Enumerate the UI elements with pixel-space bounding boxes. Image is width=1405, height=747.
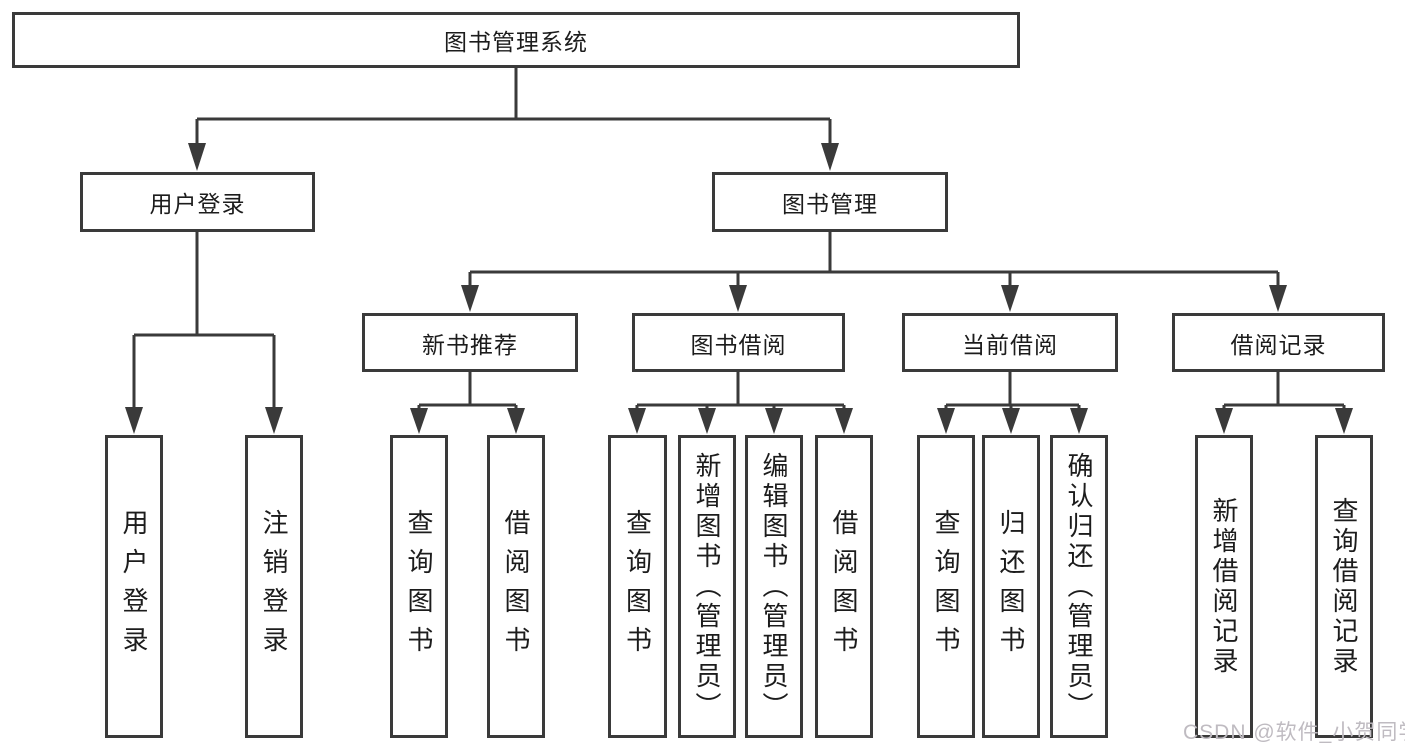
- leaf-borrow-books-recommend: 借阅图书: [487, 435, 545, 738]
- leaf-add-books-admin: 新增图书（管理员）: [678, 435, 736, 738]
- node-borrow-records: 借阅记录: [1172, 313, 1385, 372]
- node-user-login: 用户登录: [80, 172, 315, 232]
- node-new-book-recommend: 新书推荐: [362, 313, 578, 372]
- node-current-borrow: 当前借阅: [902, 313, 1118, 372]
- leaf-query-borrow-record: 查询借阅记录: [1315, 435, 1373, 738]
- node-book-borrow: 图书借阅: [632, 313, 845, 372]
- leaf-add-borrow-record: 新增借阅记录: [1195, 435, 1253, 738]
- leaf-logout: 注销登录: [245, 435, 303, 738]
- leaf-user-login: 用户登录: [105, 435, 163, 738]
- node-book-management: 图书管理: [712, 172, 948, 232]
- leaf-borrow-books: 借阅图书: [815, 435, 873, 738]
- leaf-edit-books-admin: 编辑图书（管理员）: [745, 435, 803, 738]
- leaf-query-books-current: 查询图书: [917, 435, 975, 738]
- leaf-query-books-recommend: 查询图书: [390, 435, 448, 738]
- leaf-return-books: 归还图书: [982, 435, 1040, 738]
- csdn-watermark: CSDN @软件_小贺同学: [1183, 721, 1405, 744]
- leaf-query-books-borrow: 查询图书: [608, 435, 667, 738]
- node-library-system: 图书管理系统: [12, 12, 1020, 68]
- leaf-confirm-return-admin: 确认归还（管理员）: [1050, 435, 1108, 738]
